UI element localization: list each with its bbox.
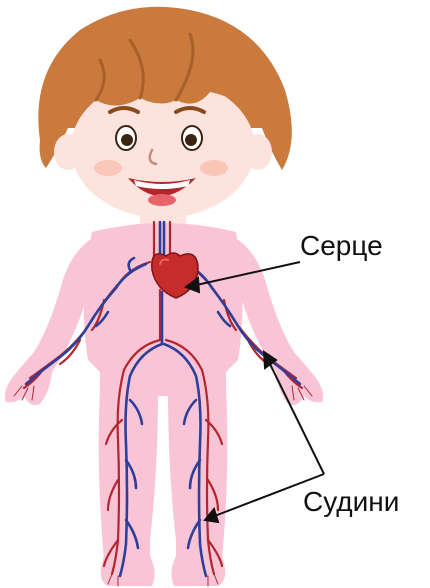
right-pupil bbox=[185, 134, 197, 146]
right-leg bbox=[168, 390, 227, 560]
vessels-label: Судини bbox=[303, 488, 399, 516]
left-cheek bbox=[94, 160, 122, 176]
tongue bbox=[148, 194, 176, 206]
right-cheek bbox=[200, 160, 228, 176]
heart-label: Серце bbox=[300, 232, 383, 260]
capillaries bbox=[14, 386, 312, 586]
child-head bbox=[38, 7, 291, 218]
left-leg bbox=[99, 390, 158, 560]
left-hand bbox=[5, 372, 52, 405]
left-pupil bbox=[121, 134, 133, 146]
